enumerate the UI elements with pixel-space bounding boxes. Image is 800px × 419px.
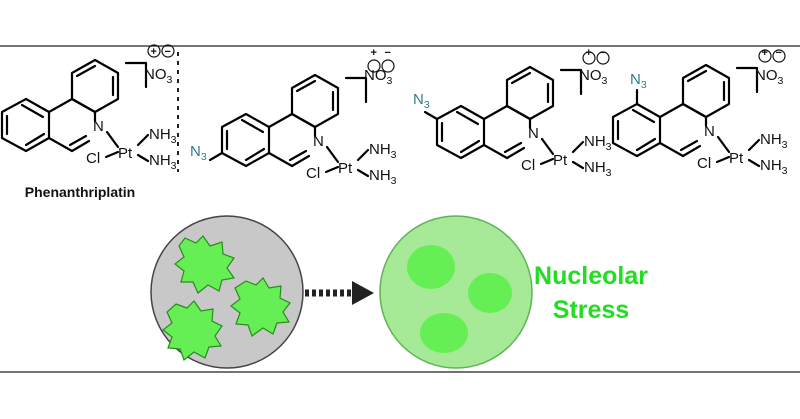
compound-azido-3: N Pt Cl NH3 NH3 NO3 + − N3 xyxy=(611,47,788,177)
nucleolus-smooth xyxy=(407,245,455,289)
svg-text:−: − xyxy=(600,47,606,59)
svg-text:NH3: NH3 xyxy=(584,133,612,153)
svg-text:NH3: NH3 xyxy=(760,157,788,177)
compound-azido-2: N Pt Cl NH3 NH3 NO3 + − N3 xyxy=(413,47,612,179)
svg-text:NH3: NH3 xyxy=(584,159,612,179)
nucleolus-spiky xyxy=(230,277,291,337)
nucleolus-smooth xyxy=(468,273,512,313)
svg-text:NO3: NO3 xyxy=(364,67,393,87)
compound-phenanthriplatin: N Pt Cl NH3 NH3 NO3 + − xyxy=(0,43,177,172)
nucleolus-smooth xyxy=(420,313,468,353)
svg-text:+: + xyxy=(762,47,768,59)
svg-text:−: − xyxy=(385,47,391,59)
compound-azido-1: N Pt Cl NH3 NH3 NO3 + − N3 xyxy=(190,47,397,187)
nucleus-normal xyxy=(150,215,304,369)
n-label: N xyxy=(93,118,104,135)
svg-text:−: − xyxy=(776,47,782,59)
nucleolus-spiky xyxy=(162,300,223,361)
nucleolus-spiky xyxy=(174,235,236,294)
result-label-line1: Nucleolar xyxy=(534,262,648,290)
azide-label: N3 xyxy=(630,71,647,91)
svg-text:Pt: Pt xyxy=(553,152,568,169)
nitrate-label: NO xyxy=(144,66,167,83)
svg-text:Cl: Cl xyxy=(697,155,711,172)
svg-text:NH3: NH3 xyxy=(149,126,177,146)
svg-text:+: + xyxy=(151,46,157,58)
azide-label: N3 xyxy=(190,143,207,163)
svg-text:Cl: Cl xyxy=(306,165,320,182)
svg-text:NH3: NH3 xyxy=(760,131,788,151)
cl-label: Cl xyxy=(86,150,100,167)
svg-text:+: + xyxy=(586,47,592,59)
svg-text:N: N xyxy=(313,133,324,150)
svg-text:NO3: NO3 xyxy=(755,67,784,87)
svg-text:−: − xyxy=(165,46,171,58)
pt-label: Pt xyxy=(118,145,133,162)
svg-text:N: N xyxy=(704,123,715,140)
svg-text:NH3: NH3 xyxy=(369,141,397,161)
svg-text:NO3: NO3 xyxy=(144,66,173,86)
arrow-right-dashed-icon xyxy=(305,281,374,305)
svg-text:NH3: NH3 xyxy=(149,152,177,172)
svg-text:Cl: Cl xyxy=(521,157,535,174)
svg-text:+: + xyxy=(371,47,377,59)
nh3-label-bottom: NH xyxy=(149,152,171,169)
compound-caption: Phenanthriplatin xyxy=(25,184,135,200)
svg-text:NH3: NH3 xyxy=(369,167,397,187)
nucleus-stressed xyxy=(379,215,533,369)
svg-text:N: N xyxy=(528,125,539,142)
azide-label: N3 xyxy=(413,91,430,111)
svg-text:Pt: Pt xyxy=(729,150,744,167)
svg-text:NO3: NO3 xyxy=(579,67,608,87)
result-label-line2: Stress xyxy=(553,296,629,324)
nh3-label-top: NH xyxy=(149,126,171,143)
svg-text:Pt: Pt xyxy=(338,160,353,177)
